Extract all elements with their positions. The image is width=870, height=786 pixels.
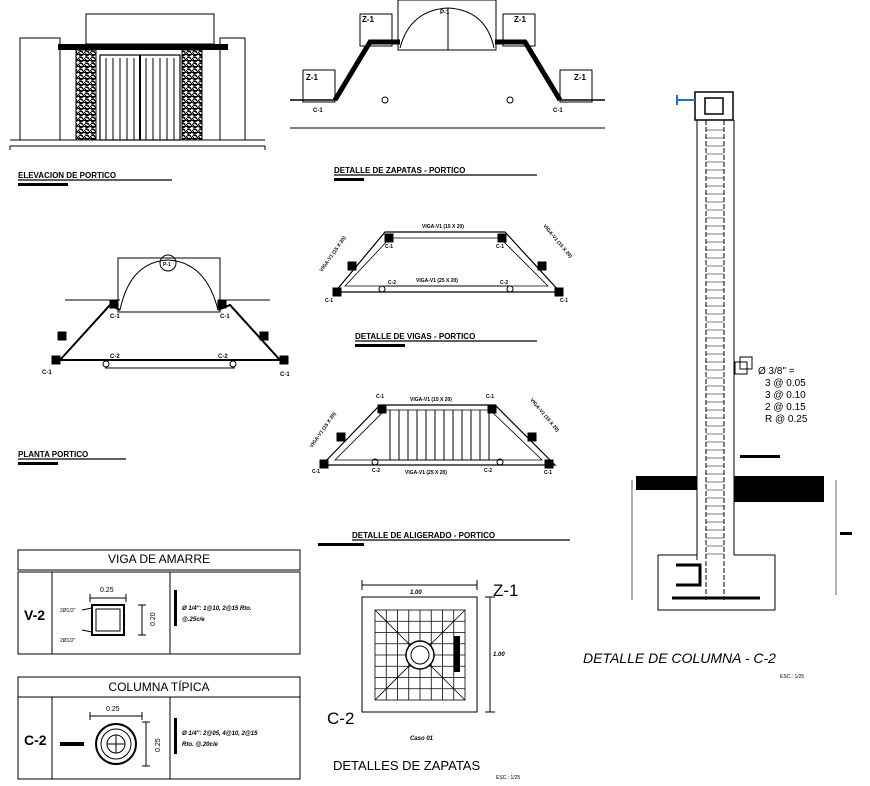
aligerado-col-6: C-1: [544, 470, 552, 476]
zapata-tag-3: Z-1: [514, 15, 527, 24]
aligerado-col-5: C-1: [312, 469, 320, 475]
door-tag: P-1: [440, 10, 450, 16]
viga-amarre-height: 0.20: [150, 612, 157, 626]
aligerado-col-2: C-1: [486, 394, 494, 400]
vigas-view: [332, 231, 564, 297]
zapata-tag: Z-1: [493, 581, 519, 600]
viga-amarre-header: VIGA DE AMARRE: [108, 552, 210, 566]
column-detail-scale: ESC.: 1/25: [780, 674, 804, 680]
zapata-tag-1: Z-1: [306, 73, 319, 82]
aligerado-side-left: VIGA-V1 (15 X 20): [309, 411, 338, 449]
columna-tipica-spec-1: Ø 1/4": 2@05, 4@10, 2@15: [182, 731, 258, 737]
plan-col-6: C-2: [218, 354, 228, 360]
columna-tipica-width: 0.25: [106, 706, 120, 713]
plan-col-1: C-1: [110, 314, 120, 320]
elevation-view: [9, 13, 266, 150]
vigas-side-left: VIGA-V1 (15 X 20): [319, 235, 348, 273]
plan-title: PLANTA PORTICO: [18, 450, 88, 459]
zapata-column-tag: C-2: [327, 709, 354, 728]
stirrup-line-2: 3 @ 0.05: [765, 378, 806, 389]
stirrup-line-3: 3 @ 0.10: [765, 390, 806, 401]
vigas-col-1: C-1: [385, 244, 393, 250]
viga-amarre-bottom-bars: 2Ø1/2": [60, 638, 76, 644]
elevation-title: ELEVACION DE PORTICO: [18, 171, 116, 180]
zapata-tag-2: Z-1: [362, 15, 375, 24]
vigas-col-3: C-2: [388, 280, 396, 286]
viga-amarre-code: V-2: [24, 607, 45, 623]
stirrup-line-1: Ø 3/8" =: [758, 366, 795, 377]
aligerado-top-beam: VIGA-V1 (15 X 20): [410, 397, 452, 403]
viga-amarre-top-bars: 2Ø1/2": [60, 608, 76, 614]
columna-tipica-table: [17, 676, 301, 780]
vigas-col-5: C-1: [325, 298, 333, 304]
column-tag-2: C-1: [553, 108, 563, 114]
vigas-bottom-beam: VIGA-V1 (25 X 20): [416, 278, 458, 284]
aligerado-side-right: VIGA-V1 (15 X 20): [528, 397, 560, 433]
plan-col-4: C-1: [280, 372, 290, 378]
column-detail-title: DETALLE DE COLUMNA - C-2: [583, 650, 776, 666]
vigas-col-4: C-2: [500, 280, 508, 286]
aligerado-view: [319, 404, 557, 469]
viga-amarre-table: [17, 549, 301, 655]
vigas-col-2: C-1: [496, 244, 504, 250]
zapata-detail-title: DETALLES DE ZAPATAS: [333, 758, 480, 773]
zapatas-portico-title: DETALLE DE ZAPATAS - PORTICO: [334, 166, 465, 175]
columna-tipica-spec-2: Rto. @.20c/e: [182, 742, 219, 748]
zapata-width: 1.00: [410, 590, 422, 596]
zapata-detail-view: [361, 580, 495, 713]
plan-view: [51, 254, 289, 369]
zapata-length: 1.00: [493, 652, 505, 658]
stirrup-spec: Ø 3/8" = 3 @ 0.05 3 @ 0.10 2 @ 0.15 R @ …: [758, 366, 808, 425]
vigas-top-beam: VIGA-V1 (15 X 20): [422, 224, 464, 230]
viga-amarre-width: 0.25: [100, 587, 114, 594]
zapatas-portico-view: [290, 0, 605, 129]
columna-tipica-code: C-2: [24, 732, 47, 748]
vigas-col-6: C-1: [560, 298, 568, 304]
vigas-title: DETALLE DE VIGAS - PORTICO: [355, 332, 475, 341]
aligerado-col-4: C-2: [484, 468, 492, 474]
column-detail-view: [631, 91, 852, 611]
viga-amarre-spec-2: @.25c/e: [182, 617, 205, 623]
vigas-side-right: VIGA-V1 (15 X 20): [541, 223, 573, 259]
plan-col-3: C-1: [42, 370, 52, 376]
stirrup-line-5: R @ 0.25: [765, 414, 808, 425]
aligerado-bottom-beam: VIGA-V1 (25 X 20): [405, 470, 447, 476]
zapata-case: Caso 01: [410, 736, 434, 742]
zapata-tag-4: Z-1: [574, 73, 587, 82]
aligerado-col-3: C-2: [372, 468, 380, 474]
aligerado-title: DETALLE DE ALIGERADO - PORTICO: [352, 531, 495, 540]
zapata-detail-scale: ESC.: 1/25: [496, 775, 520, 781]
column-tag-1: C-1: [313, 108, 323, 114]
aligerado-col-1: C-1: [376, 394, 384, 400]
plan-door-tag: P-1: [163, 262, 171, 268]
columna-tipica-header: COLUMNA TÍPICA: [108, 679, 209, 694]
columna-tipica-height: 0.25: [155, 738, 162, 752]
plan-col-2: C-1: [220, 314, 230, 320]
plan-col-5: C-2: [110, 354, 120, 360]
stirrup-line-4: 2 @ 0.15: [765, 402, 806, 413]
viga-amarre-spec-1: Ø 1/4": 1@10, 2@15 Rto.: [182, 606, 252, 612]
